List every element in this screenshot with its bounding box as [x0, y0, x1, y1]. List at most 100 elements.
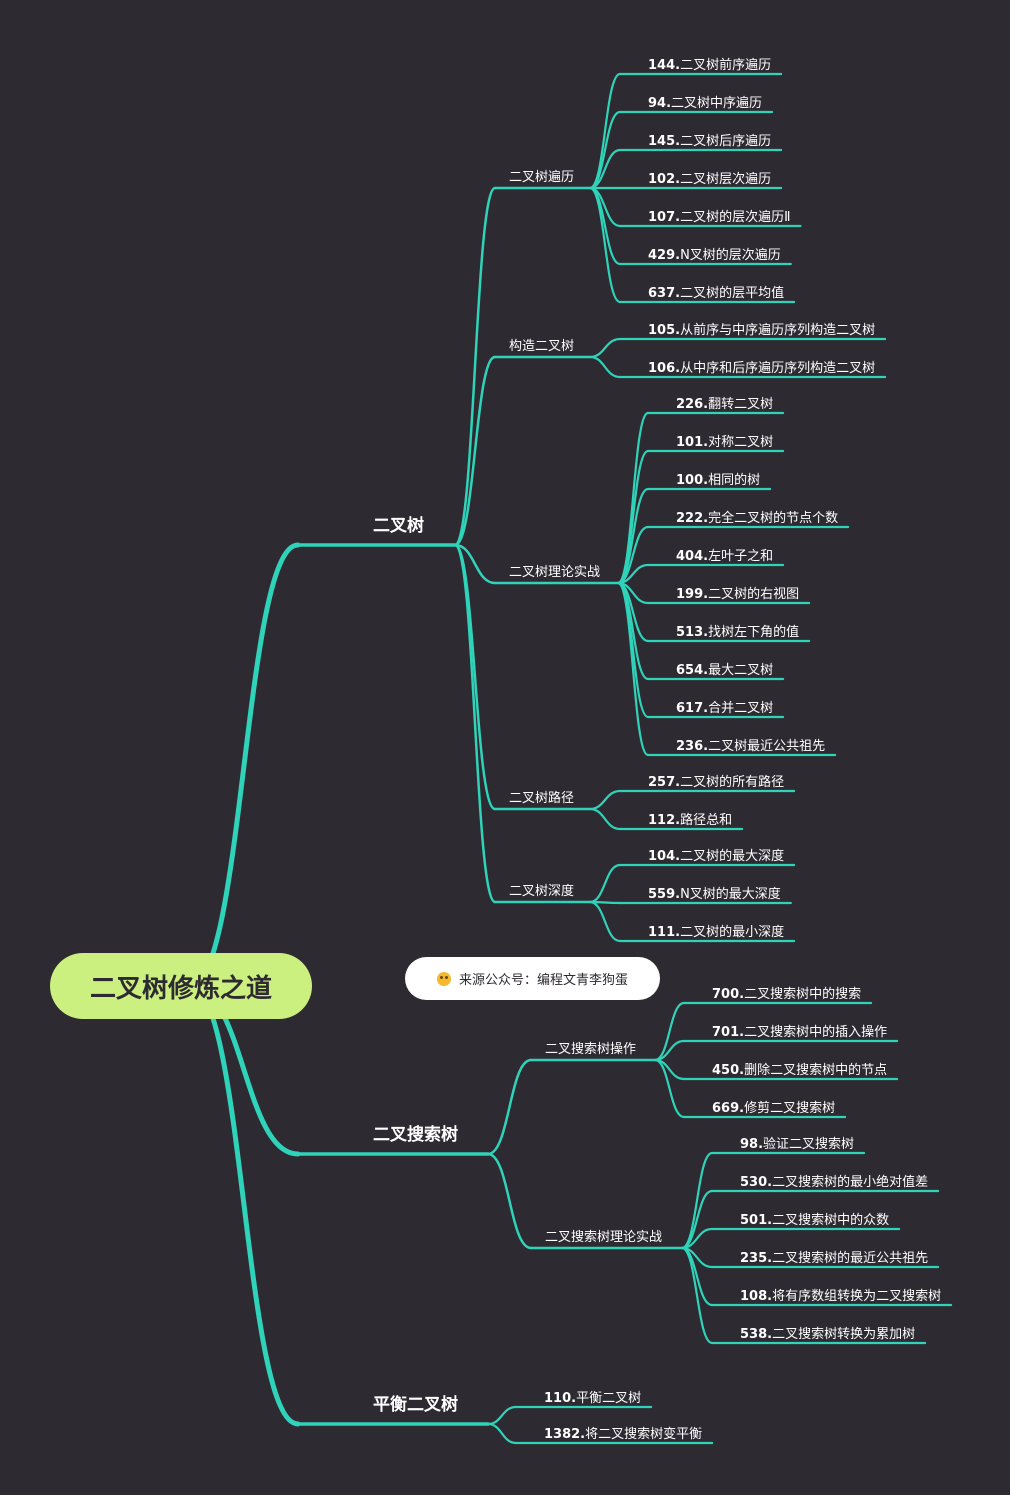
leaf-number: 98.: [740, 1137, 764, 1152]
leaf-node[interactable]: 105.从前序与中序遍历序列构造二叉树: [648, 319, 875, 338]
leaf-title: 左叶子之和: [708, 549, 774, 564]
leaf-node[interactable]: 226.翻转二叉树: [676, 393, 773, 412]
leaf-title: 二叉树的右视图: [708, 587, 800, 602]
leaf-number: 450.: [712, 1063, 745, 1078]
source-note-label: 来源公众号：编程文青李狗蛋: [458, 973, 628, 988]
connector-line: [453, 543, 497, 904]
leaf-node[interactable]: 108.将有序数组转换为二叉搜索树: [740, 1285, 941, 1304]
leaf-node[interactable]: 501.二叉搜索树中的众数: [740, 1209, 889, 1228]
group-node[interactable]: 二叉树路径: [509, 791, 575, 806]
leaf-node[interactable]: 112.路径总和: [648, 809, 732, 828]
leaf-node[interactable]: 145.二叉树后序遍历: [648, 130, 771, 149]
connector-line: [187, 542, 301, 989]
connector-line: [588, 110, 622, 190]
leaf-node[interactable]: 450.删除二叉搜索树中的节点: [712, 1059, 887, 1078]
leaf-number: 108.: [740, 1289, 773, 1304]
leaf-node[interactable]: 94.二叉树中序遍历: [648, 92, 762, 111]
leaf-title: 找树左下角的值: [708, 625, 800, 640]
group-node[interactable]: 构造二叉树: [509, 339, 575, 354]
leaf-title: 修剪二叉搜索树: [744, 1101, 836, 1116]
connector-line: [680, 1151, 714, 1250]
leaf-title: 二叉树的层平均值: [680, 286, 785, 301]
leaf-title: 二叉搜索树的最小绝对值差: [772, 1175, 929, 1190]
connector-line: [616, 581, 650, 757]
leaf-title: 二叉树后序遍历: [680, 134, 772, 149]
connector-line: [588, 789, 622, 811]
leaf-node[interactable]: 1382.将二叉搜索树变平衡: [544, 1423, 702, 1442]
leaf-number: 104.: [648, 849, 681, 864]
connector-line: [616, 487, 650, 585]
leaf-node[interactable]: 538.二叉搜索树转换为累加树: [740, 1323, 915, 1342]
source-note: 来源公众号：编程文青李狗蛋: [405, 957, 660, 1000]
group-node[interactable]: 二叉树深度: [509, 884, 575, 899]
leaf-node[interactable]: 257.二叉树的所有路径: [648, 771, 784, 790]
leaf-node[interactable]: 100.相同的树: [676, 469, 760, 488]
connector-line: [486, 1058, 533, 1156]
connector-line: [653, 1058, 686, 1119]
branch-node[interactable]: 平衡二叉树: [373, 1395, 458, 1415]
leaf-node[interactable]: 669.修剪二叉搜索树: [712, 1097, 835, 1116]
leaf-node[interactable]: 107.二叉树的层次遍历Ⅱ: [648, 206, 790, 225]
leaf-title: 合并二叉树: [708, 701, 774, 716]
leaf-node[interactable]: 222.完全二叉树的节点个数: [676, 507, 838, 526]
connector-line: [486, 1152, 533, 1250]
leaf-number: 538.: [740, 1327, 773, 1342]
leaf-title: 二叉搜索树中的众数: [772, 1213, 890, 1228]
leaf-title: 翻转二叉树: [708, 397, 774, 412]
leaf-node[interactable]: 559.N叉树的最大深度: [648, 883, 781, 902]
leaf-node[interactable]: 144.二叉树前序遍历: [648, 54, 771, 73]
leaf-number: 112.: [648, 813, 681, 828]
leaf-title: 将有序数组转换为二叉搜索树: [772, 1289, 942, 1304]
leaf-title: 二叉树的层次遍历Ⅱ: [680, 210, 791, 225]
leaf-node[interactable]: 701.二叉搜索树中的插入操作: [712, 1021, 887, 1040]
leaf-node[interactable]: 617.合并二叉树: [676, 697, 773, 716]
branch-node[interactable]: 二叉搜索树: [373, 1125, 458, 1145]
leaf-node[interactable]: 104.二叉树的最大深度: [648, 845, 784, 864]
leaf-node[interactable]: 199.二叉树的右视图: [676, 583, 799, 602]
leaf-node[interactable]: 106.从中序和后序遍历序列构造二叉树: [648, 357, 875, 376]
leaf-title: 二叉树最近公共祖先: [708, 739, 826, 754]
leaf-node[interactable]: 654.最大二叉树: [676, 659, 773, 678]
group-node[interactable]: 二叉搜索树操作: [545, 1042, 637, 1057]
leaf-node[interactable]: 530.二叉搜索树的最小绝对值差: [740, 1171, 928, 1190]
leaf-title: 完全二叉树的节点个数: [708, 511, 839, 526]
leaf-title: 从前序与中序遍历序列构造二叉树: [680, 323, 876, 338]
leaf-number: 102.: [648, 172, 681, 187]
leaf-number: 100.: [676, 473, 709, 488]
group-node[interactable]: 二叉树理论实战: [509, 565, 601, 580]
leaf-node[interactable]: 429.N叉树的层次遍历: [648, 244, 781, 263]
leaf-node[interactable]: 102.二叉树层次遍历: [648, 168, 771, 187]
leaf-node[interactable]: 404.左叶子之和: [676, 545, 773, 564]
leaf-number: 530.: [740, 1175, 773, 1190]
leaf-number: 110.: [544, 1391, 577, 1406]
group-node[interactable]: 二叉搜索树理论实战: [545, 1230, 663, 1245]
connector-line: [588, 337, 622, 359]
leaf-node[interactable]: 98.验证二叉搜索树: [740, 1133, 854, 1152]
leaf-node[interactable]: 513.找树左下角的值: [676, 621, 799, 640]
leaf-number: 226.: [676, 397, 709, 412]
leaf-number: 513.: [676, 625, 709, 640]
leaf-node[interactable]: 111.二叉树的最小深度: [648, 921, 784, 940]
branch-node[interactable]: 二叉树: [373, 516, 424, 536]
leaf-title: N叉树的最大深度: [680, 887, 781, 902]
leaf-title: 路径总和: [680, 813, 733, 828]
leaf-node[interactable]: 700.二叉搜索树中的搜索: [712, 983, 861, 1002]
leaf-node[interactable]: 235.二叉搜索树的最近公共祖先: [740, 1247, 928, 1266]
group-node[interactable]: 二叉树遍历: [509, 170, 575, 185]
leaf-number: 144.: [648, 58, 681, 73]
leaf-number: 94.: [648, 96, 672, 111]
leaf-title: 验证二叉搜索树: [763, 1137, 855, 1152]
leaf-number: 429.: [648, 248, 681, 263]
leaf-node[interactable]: 637.二叉树的层平均值: [648, 282, 784, 301]
leaf-number: 111.: [648, 925, 681, 940]
root-node[interactable]: 二叉树修炼之道: [50, 953, 312, 1019]
leaf-node[interactable]: 101.对称二叉树: [676, 431, 773, 450]
leaf-number: 235.: [740, 1251, 773, 1266]
connector-line: [453, 543, 497, 811]
leaf-node[interactable]: 236.二叉树最近公共祖先: [676, 735, 825, 754]
leaf-title: 对称二叉树: [708, 435, 774, 450]
connector-line: [616, 449, 650, 585]
leaf-node[interactable]: 110.平衡二叉树: [544, 1387, 641, 1406]
